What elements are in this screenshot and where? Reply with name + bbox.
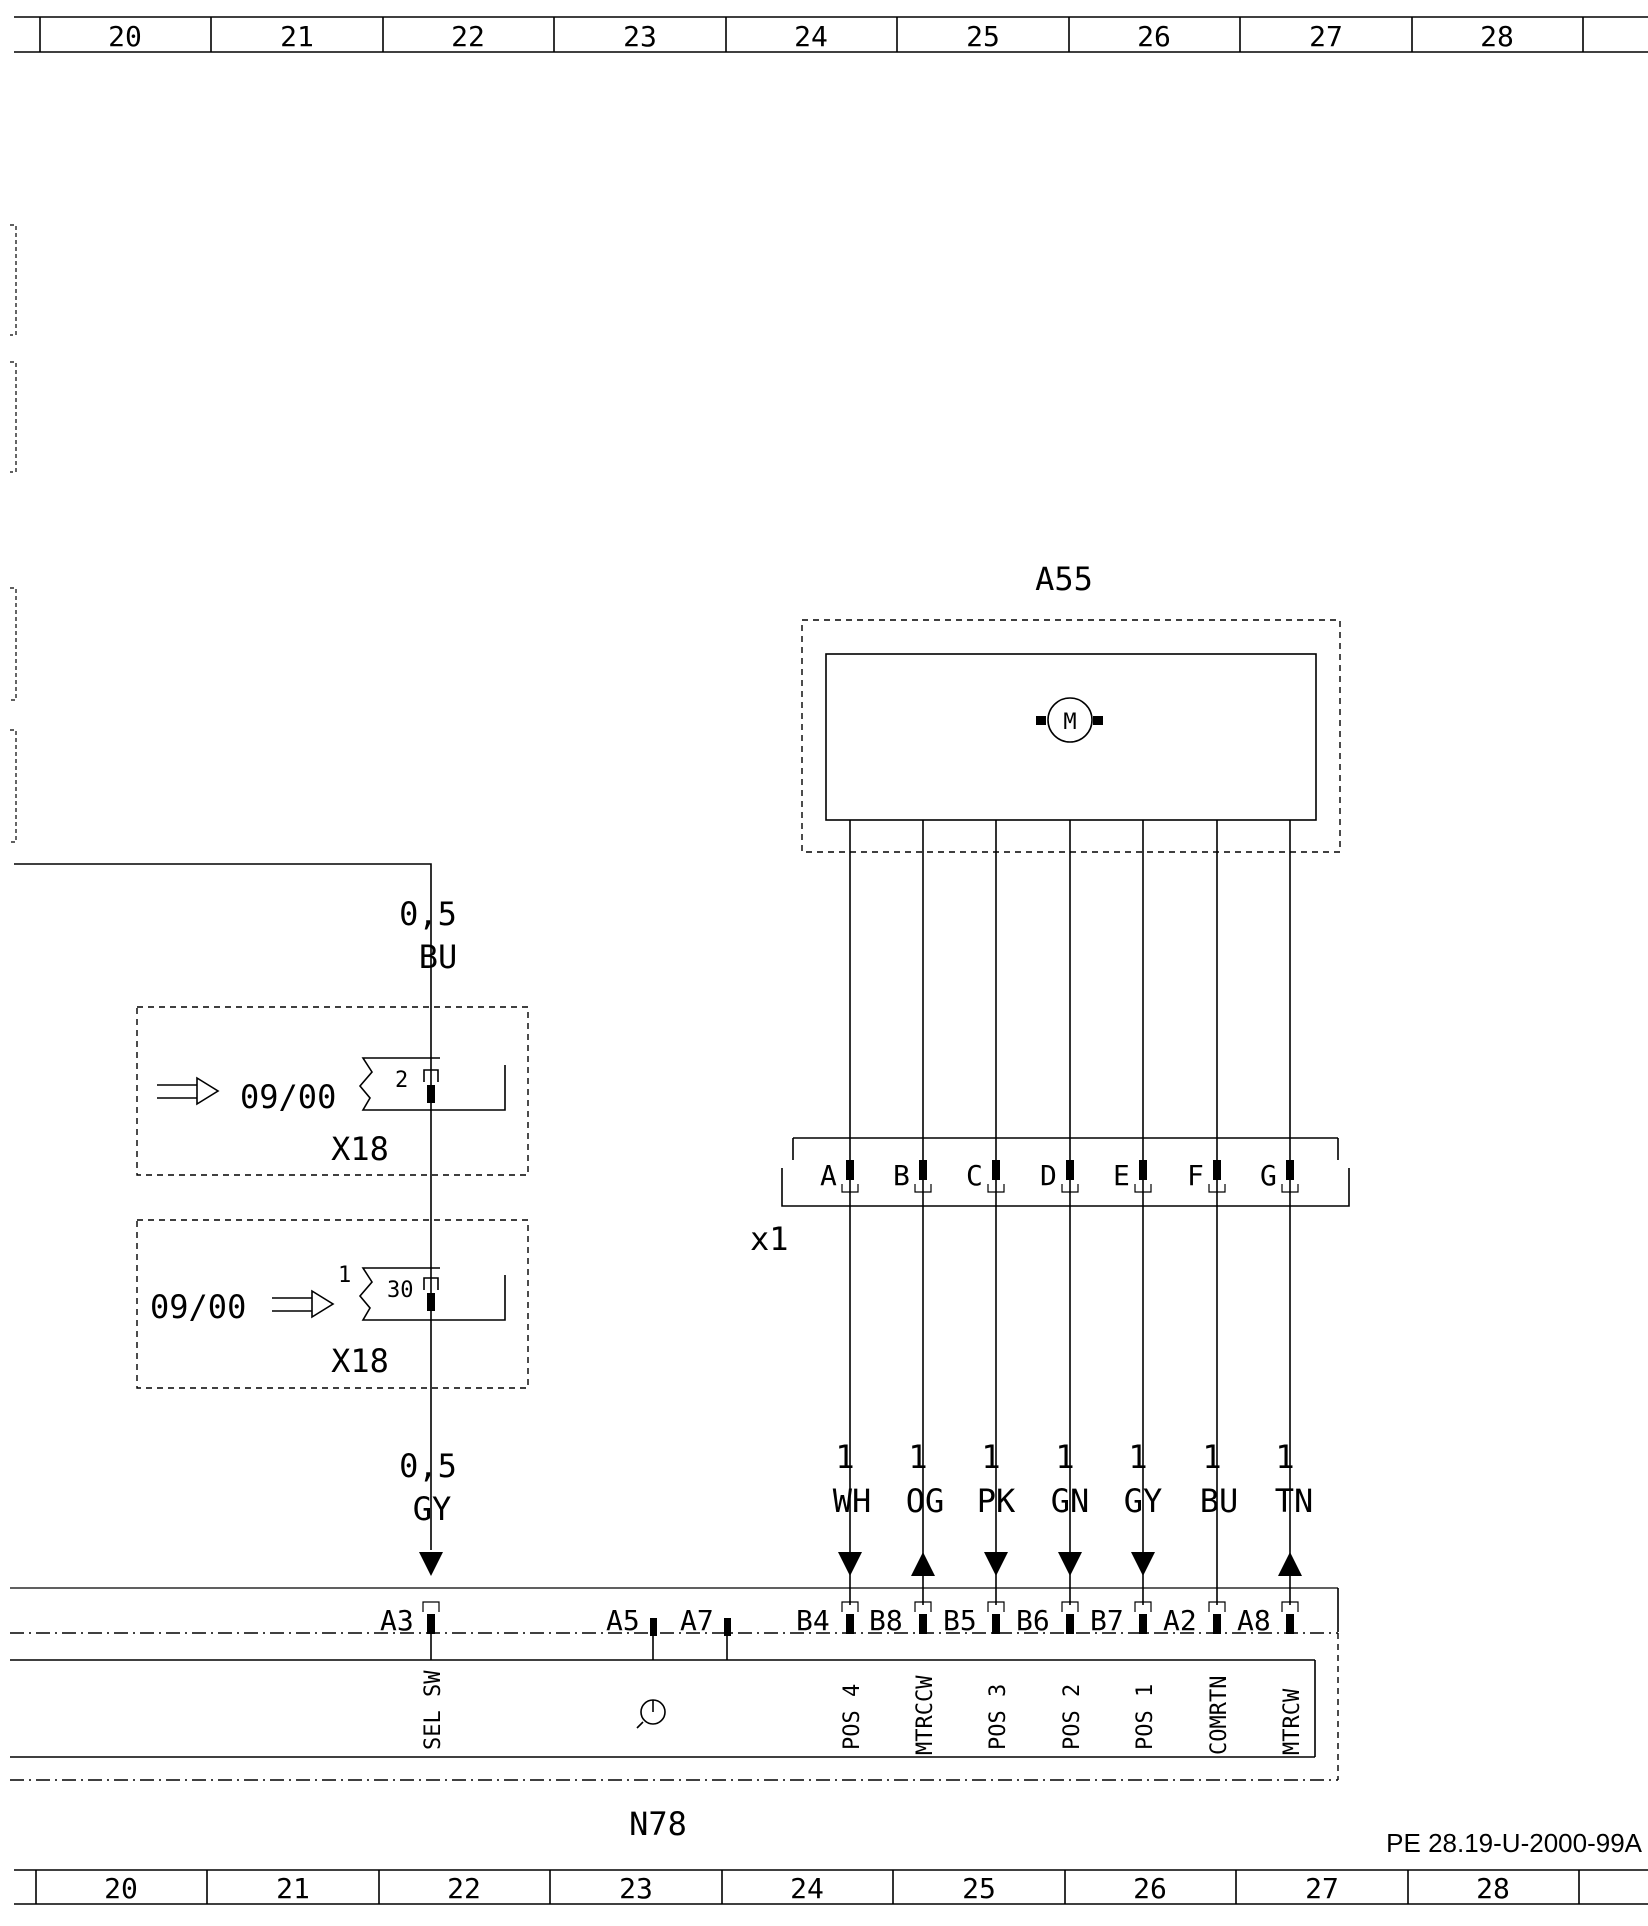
signal-name: POS 1 <box>1133 1684 1158 1750</box>
arrow-down-icon <box>838 1552 862 1576</box>
top-grid-strip: 20 21 22 23 24 25 26 27 28 <box>14 16 1648 53</box>
bottom-grid-label: 22 <box>447 1872 481 1905</box>
signal-name: MTRCW <box>1280 1688 1305 1755</box>
connector-x18-upper: 2 09/00 X18 <box>136 1006 529 1176</box>
top-grid-label: 20 <box>108 20 142 53</box>
wire-color-label: BU <box>419 938 458 976</box>
top-grid-label: 28 <box>1480 20 1514 53</box>
wire-size-label: 1 <box>981 1438 1000 1476</box>
wire-color-label: PK <box>977 1482 1016 1520</box>
bottom-grid-label: 21 <box>276 1872 310 1905</box>
x1-pins: A B C D E F G <box>820 1159 1299 1193</box>
wire-size-label: 1 <box>1055 1438 1074 1476</box>
connector-label: X18 <box>331 1130 389 1168</box>
pin-label: B7 <box>1090 1604 1124 1637</box>
x1-pin-label: G <box>1260 1159 1277 1192</box>
x1-pin-label: E <box>1113 1159 1130 1192</box>
pin-label: A2 <box>1163 1604 1197 1637</box>
pin-label: 2 <box>395 1068 408 1093</box>
date-note: 09/00 <box>240 1078 336 1116</box>
left-edge-brackets <box>10 224 17 843</box>
left-wire: 0,5 BU 0,5 GY <box>14 863 458 1576</box>
wire-color-label: GY <box>413 1490 452 1528</box>
wire-size-label: 1 <box>835 1438 854 1476</box>
top-grid-label: 27 <box>1309 20 1343 53</box>
arrow-up-icon <box>1278 1552 1302 1576</box>
signal-name: SEL SW <box>421 1670 446 1750</box>
signal-name: POS 2 <box>1060 1684 1085 1750</box>
control-unit-label: N78 <box>629 1805 687 1843</box>
x1-pin-label: B <box>893 1159 910 1192</box>
connector-x18-lower: 1 30 09/00 X18 <box>136 1219 529 1389</box>
wire-size-label: 1 <box>908 1438 927 1476</box>
arrow-down-icon <box>984 1552 1008 1576</box>
top-grid-label: 25 <box>966 20 1000 53</box>
bottom-grid-label: 23 <box>619 1872 653 1905</box>
wire-color-label: WH <box>833 1482 872 1520</box>
pin-label: B8 <box>869 1604 903 1637</box>
wire-color-label: GY <box>1124 1482 1163 1520</box>
wire-size-label: 0,5 <box>399 895 457 933</box>
arrow-right-icon <box>196 1076 220 1106</box>
top-grid-label: 23 <box>623 20 657 53</box>
bottom-grid-label: 24 <box>790 1872 824 1905</box>
arrow-down-icon <box>419 1552 443 1576</box>
wire-color-label: BU <box>1200 1482 1239 1520</box>
top-grid-label: 24 <box>794 20 828 53</box>
x1-pin-label: C <box>966 1159 983 1192</box>
bottom-grid-strip: 20 21 22 23 24 25 26 27 28 <box>14 1869 1648 1905</box>
signal-arrows <box>838 1552 1302 1576</box>
top-grid-label: 22 <box>451 20 485 53</box>
wire-color-label: TN <box>1275 1482 1314 1520</box>
signal-name: MTRCCW <box>913 1675 938 1755</box>
pin-label: A7 <box>680 1604 714 1637</box>
motor-a55: A55 M <box>801 560 1341 853</box>
motor-symbol: M <box>1063 710 1076 735</box>
pin-label: B4 <box>796 1604 830 1637</box>
bottom-grid-label: 28 <box>1476 1872 1510 1905</box>
wire-color-label: OG <box>906 1482 945 1520</box>
signal-name: COMRTN <box>1207 1676 1232 1755</box>
motor-icon <box>1047 697 1093 743</box>
wire-size-label: 1 <box>1128 1438 1147 1476</box>
arrow-up-icon <box>911 1552 935 1576</box>
connector-x1: x1 <box>750 1137 1350 1258</box>
pin-label: B6 <box>1016 1604 1050 1637</box>
ground-symbol-icon <box>636 1699 666 1729</box>
x1-pin-label: D <box>1040 1159 1057 1192</box>
bottom-grid-label: 26 <box>1133 1872 1167 1905</box>
signal-name: POS 4 <box>840 1684 865 1750</box>
wire-size-label: 0,5 <box>399 1447 457 1485</box>
side-pin-label: 1 <box>338 1263 351 1288</box>
date-note: 09/00 <box>150 1288 246 1326</box>
wire-labels: 1 1 1 1 1 1 1 WH OG PK GN GY BU TN <box>833 1438 1314 1520</box>
wire-color-label: GN <box>1051 1482 1090 1520</box>
pin-label: 30 <box>387 1278 414 1303</box>
top-grid-label: 21 <box>280 20 314 53</box>
pin-label: A5 <box>606 1604 640 1637</box>
motor-label: A55 <box>1035 560 1093 598</box>
wire-size-label: 1 <box>1275 1438 1294 1476</box>
signal-name: POS 3 <box>986 1684 1011 1750</box>
x1-pin-label: F <box>1187 1159 1204 1192</box>
pin-label: A3 <box>380 1604 414 1637</box>
wire-bundle <box>849 820 1291 1605</box>
bottom-grid-label: 27 <box>1305 1872 1339 1905</box>
control-unit-n78: N78 A3 A5 A7 <box>10 1587 1339 1843</box>
bottom-grid-label: 25 <box>962 1872 996 1905</box>
arrow-down-icon <box>1058 1552 1082 1576</box>
connector-label: x1 <box>750 1220 789 1258</box>
wire-size-label: 1 <box>1202 1438 1221 1476</box>
bottom-grid-label: 20 <box>104 1872 138 1905</box>
pin-label: B5 <box>943 1604 977 1637</box>
arrow-right-icon <box>311 1289 335 1319</box>
reference-code: PE 28.19-U-2000-99A <box>1386 1828 1642 1858</box>
x1-pin-label: A <box>820 1159 837 1192</box>
arrow-down-icon <box>1131 1552 1155 1576</box>
pin-label: A8 <box>1237 1604 1271 1637</box>
top-grid-label: 26 <box>1137 20 1171 53</box>
connector-label: X18 <box>331 1342 389 1380</box>
